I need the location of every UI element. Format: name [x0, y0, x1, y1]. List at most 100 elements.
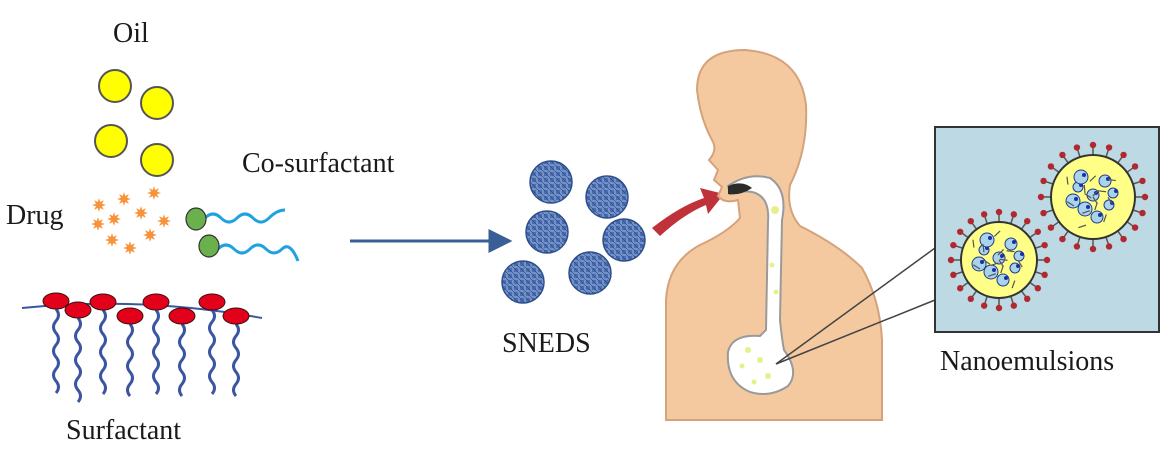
surfactant-head-dot: [1105, 243, 1113, 250]
surfactant-head-dot: [1041, 241, 1048, 249]
surfactant-tail: [178, 323, 186, 397]
oil-droplet: [98, 69, 132, 103]
surfactant-chain: [1098, 190, 1107, 193]
surfactant-head: [142, 293, 170, 311]
droplet: [751, 379, 757, 385]
drug-dot: [992, 268, 996, 272]
surfactant-chain: [1083, 184, 1086, 193]
surfactant-chain: [1066, 201, 1075, 207]
surfactant-head-dot: [980, 211, 988, 218]
surfactant-chain: [1078, 224, 1087, 229]
sneds-particle: [585, 175, 629, 219]
droplet: [757, 357, 763, 363]
drug-dot: [1004, 276, 1008, 280]
droplet: [769, 262, 775, 268]
sneds-particle: [525, 210, 569, 254]
nanoemulsion-panel: [934, 126, 1160, 333]
drug-cluster: [979, 232, 995, 248]
surfactant-head: [198, 293, 226, 311]
sneds-particle: [529, 160, 573, 204]
nanoemulsion-droplets: [947, 141, 1149, 312]
surfactant-head-dot: [1034, 285, 1042, 292]
nanoemulsion-droplet: [947, 208, 1051, 312]
oil-droplets: [94, 69, 174, 177]
surfactant-head-dot: [1034, 228, 1042, 235]
cosurfactant-head: [185, 207, 207, 231]
surfactant-head-dot: [1089, 141, 1097, 149]
surfactant-head-dot: [967, 295, 974, 303]
droplet: [773, 289, 779, 295]
surfactant-chain: [999, 258, 1008, 261]
sneds-particle: [501, 260, 545, 304]
drug-dot: [988, 236, 992, 240]
droplet: [771, 206, 779, 214]
surfactant-chain: [1082, 210, 1091, 214]
drug-particle: [91, 217, 105, 231]
surfactant-head-dot: [947, 256, 955, 264]
human-body: [665, 48, 883, 421]
droplet: [739, 363, 745, 369]
drug-dot: [1098, 213, 1102, 217]
drug-cluster: [983, 264, 999, 280]
drug-particle: [147, 186, 161, 200]
oil-label: Oil: [113, 18, 149, 49]
surfactant-head-dot: [1089, 245, 1097, 253]
surfactant-head-dot: [950, 271, 957, 279]
droplet: [745, 347, 751, 353]
surfactant-head: [42, 292, 70, 310]
surfactant-head: [116, 307, 144, 325]
drug-dot: [1016, 264, 1020, 268]
surfactant-head-dot: [980, 302, 988, 309]
surfactant-chain: [1094, 202, 1098, 211]
surfactant-head-dot: [1047, 224, 1055, 231]
drug-particle: [123, 241, 137, 255]
sneds-particle: [568, 251, 612, 295]
surfactant-chain: [1092, 196, 1098, 205]
drug-dot: [1020, 252, 1024, 256]
drug-dot: [1000, 254, 1004, 258]
surfactant-head-dot: [1120, 235, 1127, 243]
surfactant-head-dot: [1010, 211, 1018, 218]
surfactant-tail: [208, 309, 216, 395]
surfactant-head-dot: [1073, 144, 1081, 151]
sneds-particle: [602, 218, 646, 262]
drug-label: Drug: [6, 200, 64, 231]
sneds-label: SNEDS: [502, 328, 591, 359]
surfactant-head-dot: [1040, 209, 1047, 217]
drug-particle: [107, 212, 121, 226]
oil-droplet: [140, 143, 174, 177]
surfactant-chain: [1017, 260, 1023, 268]
surfactant-tail: [52, 308, 60, 394]
surfactant-chain: [1006, 250, 1015, 253]
cosurfactant-molecules: [185, 207, 300, 262]
surfactant-head-dot: [1037, 193, 1045, 201]
sneds-particles: [501, 160, 646, 304]
surfactant-head: [168, 307, 196, 325]
drug-cluster: [1073, 169, 1089, 185]
surfactant-chain: [1103, 214, 1107, 223]
drug-cluster: [1098, 174, 1112, 188]
surfactant-head-dot: [1141, 193, 1149, 201]
surfactant-chain: [1066, 176, 1069, 185]
surfactant-tail: [126, 323, 134, 397]
drug-cluster: [1077, 201, 1093, 217]
surfactant-chain: [997, 249, 1005, 256]
surfactant-head-dot: [956, 285, 964, 292]
surfactant-head-dot: [950, 241, 957, 249]
surfactant-head-dot: [956, 228, 964, 235]
zoom-line: [775, 247, 936, 365]
surfactant-head-dot: [1024, 295, 1031, 303]
surfactant-head-dot: [1043, 256, 1051, 264]
surfactant-head: [89, 293, 117, 311]
drug-dot: [1086, 205, 1090, 209]
surfactant-chain: [1011, 280, 1016, 289]
drug-particle: [92, 198, 106, 212]
surfactant-head-dot: [1139, 177, 1146, 185]
drug-particle: [134, 206, 148, 220]
surfactant-chain: [972, 264, 981, 270]
surfactant-tail: [152, 309, 160, 395]
oil-droplet: [94, 124, 128, 158]
nanoemulsions-label: Nanoemulsions: [940, 346, 1115, 377]
drug-dot: [980, 260, 984, 264]
drug-dot: [1114, 189, 1118, 193]
